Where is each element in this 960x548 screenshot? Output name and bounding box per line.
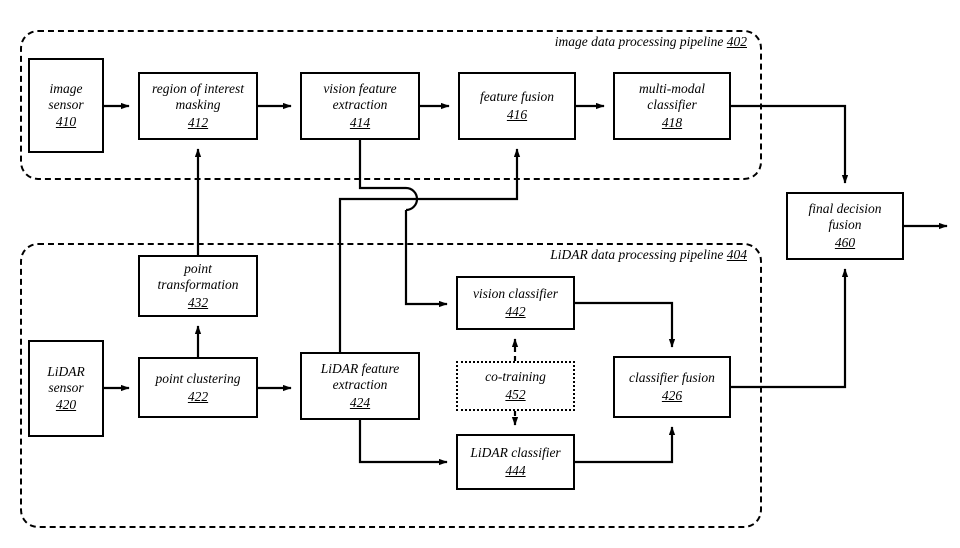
node-point-clustering[interactable]: point clustering 422 — [138, 357, 258, 418]
node-line1: point clustering — [155, 370, 241, 386]
node-classifier-fusion[interactable]: classifier fusion 426 — [613, 356, 731, 418]
node-ref: 460 — [834, 234, 856, 250]
node-ref: 416 — [506, 107, 528, 122]
node-ref: 432 — [187, 294, 209, 310]
node-line1: LiDAR feature — [320, 361, 400, 377]
node-line1: region of interest — [152, 81, 244, 97]
group-label-image-pipeline: image data processing pipeline 402 — [551, 34, 750, 50]
wire-vision-feature-down-to-hop — [358, 140, 406, 190]
node-line1: feature fusion — [479, 89, 555, 105]
group-label-ref: 402 — [726, 34, 747, 49]
wire-vision-classifier-to-classifier-fusion — [575, 301, 676, 348]
node-region-of-interest-masking[interactable]: region of interest masking 412 — [138, 72, 258, 140]
node-line1: vision feature — [323, 81, 397, 97]
wire-lidar-feature-to-feature-fusion — [338, 148, 521, 352]
node-line2: extraction — [332, 97, 388, 113]
node-line1: co-training — [485, 369, 546, 385]
node-line2: sensor — [48, 96, 84, 112]
node-ref: 420 — [55, 397, 77, 413]
node-ref: 412 — [187, 114, 209, 130]
node-line2: masking — [175, 97, 221, 113]
node-lidar-classifier[interactable]: LiDAR classifier 444 — [456, 434, 575, 490]
node-multi-modal-classifier[interactable]: multi-modal classifier 418 — [613, 72, 731, 140]
node-ref: 452 — [505, 387, 526, 402]
wire-lidar-classifier-to-classifier-fusion — [575, 426, 676, 464]
wire-hop-to-vision-classifier — [404, 210, 448, 308]
node-line2: classifier — [647, 97, 697, 113]
node-line1: LiDAR — [47, 363, 85, 379]
node-ref: 418 — [661, 114, 683, 130]
node-ref: 422 — [187, 388, 209, 404]
wire-multimodal-to-final-decision — [731, 104, 849, 184]
node-image-sensor[interactable]: image sensor 410 — [28, 58, 104, 153]
node-ref: 444 — [505, 463, 526, 478]
node-point-transformation[interactable]: point transformation 432 — [138, 255, 258, 317]
node-final-decision-fusion[interactable]: final decision fusion 460 — [786, 192, 904, 260]
node-line2: fusion — [828, 217, 862, 233]
node-lidar-feature-extraction[interactable]: LiDAR feature extraction 424 — [300, 352, 420, 420]
group-lidar-data-processing-pipeline — [20, 243, 762, 528]
node-line1: vision classifier — [472, 286, 559, 302]
node-line2: sensor — [48, 379, 84, 395]
node-co-training[interactable]: co-training 452 — [456, 361, 575, 411]
group-label-text: image data processing pipeline — [554, 34, 724, 49]
node-ref: 426 — [661, 388, 683, 403]
node-line1: image — [49, 80, 83, 96]
node-ref: 410 — [55, 114, 77, 130]
node-line1: multi-modal — [639, 81, 705, 97]
node-line1: point — [184, 261, 212, 277]
group-label-text: LiDAR data processing pipeline — [550, 247, 724, 262]
wire-classifier-fusion-to-final-decision — [731, 268, 849, 389]
node-ref: 414 — [349, 114, 371, 130]
node-line2: transformation — [157, 277, 239, 293]
group-label-ref: 404 — [726, 247, 747, 262]
node-feature-fusion[interactable]: feature fusion 416 — [458, 72, 576, 140]
node-lidar-sensor[interactable]: LiDAR sensor 420 — [28, 340, 104, 437]
wire-lidar-feature-to-lidar-classifier — [358, 420, 448, 466]
node-line1: final decision — [808, 201, 882, 217]
node-ref: 424 — [349, 394, 371, 410]
node-line1: classifier fusion — [629, 370, 715, 386]
group-label-lidar-pipeline: LiDAR data processing pipeline 404 — [547, 247, 750, 263]
node-line1: LiDAR classifier — [470, 445, 561, 461]
node-ref: 442 — [505, 304, 526, 319]
node-vision-classifier[interactable]: vision classifier 442 — [456, 276, 575, 330]
node-vision-feature-extraction[interactable]: vision feature extraction 414 — [300, 72, 420, 140]
node-line2: extraction — [332, 377, 388, 393]
